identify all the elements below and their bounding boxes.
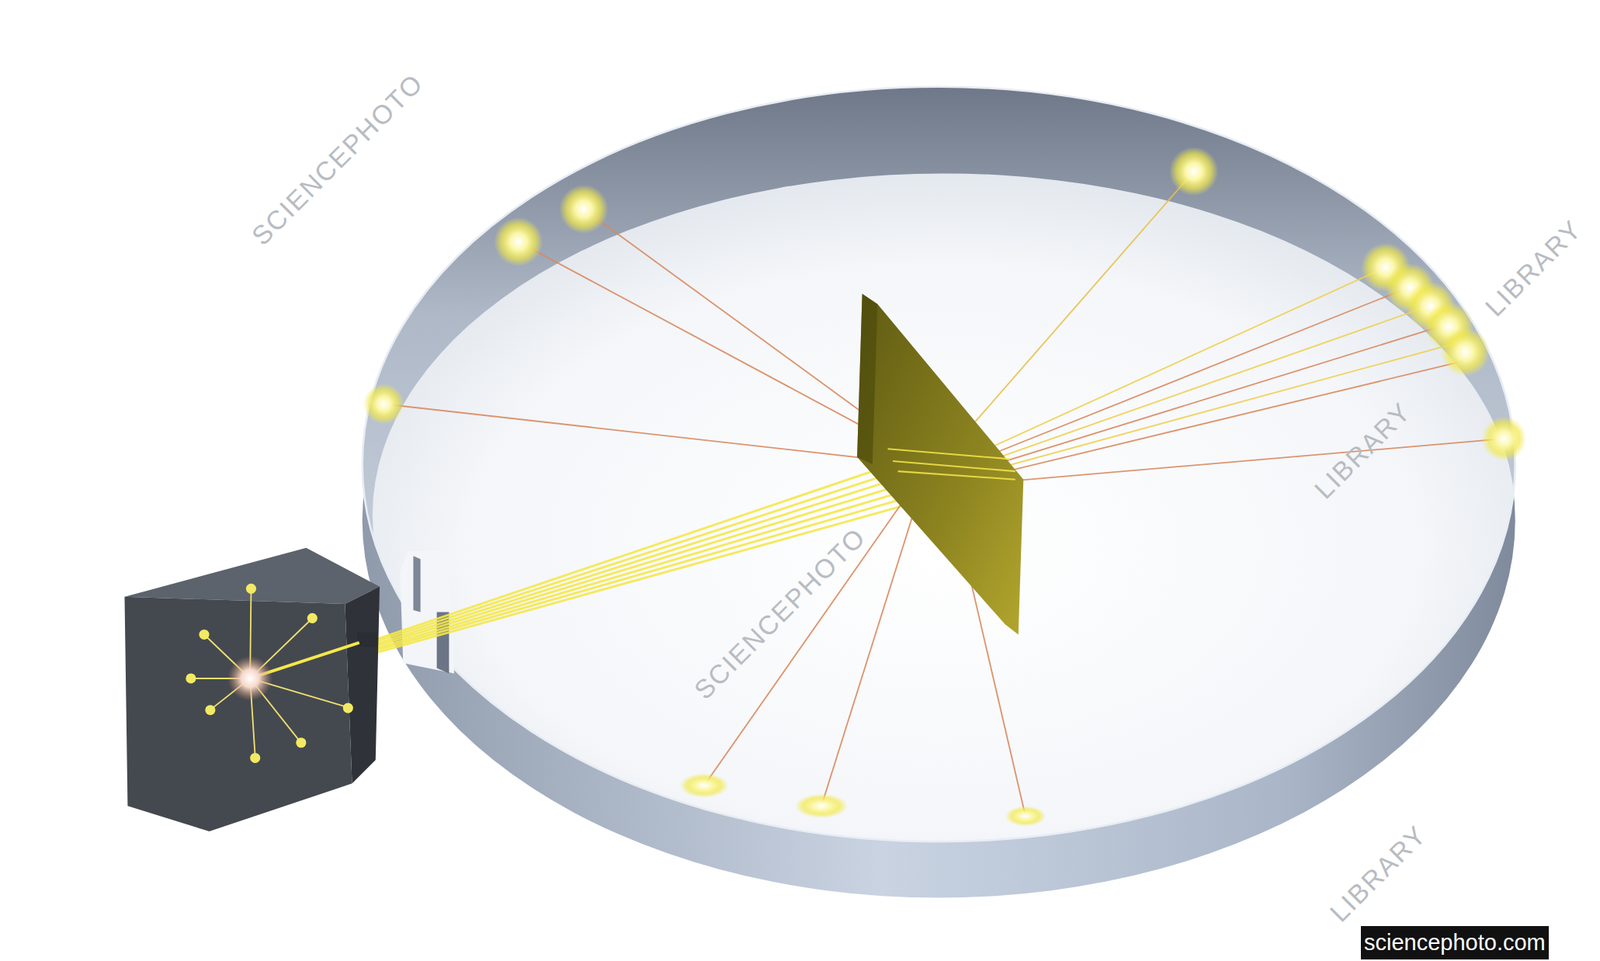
watermark: SCIENCEPHOTO	[688, 521, 872, 705]
watermark: SCIENCEPHOTO	[246, 67, 430, 251]
credit-text: sciencephoto.com	[1363, 929, 1546, 957]
watermark: LIBRARY	[1308, 395, 1417, 505]
credit-box: sciencephoto.com	[1360, 926, 1549, 960]
watermark: LIBRARY	[1478, 213, 1588, 323]
watermark: LIBRARY	[1323, 819, 1433, 928]
